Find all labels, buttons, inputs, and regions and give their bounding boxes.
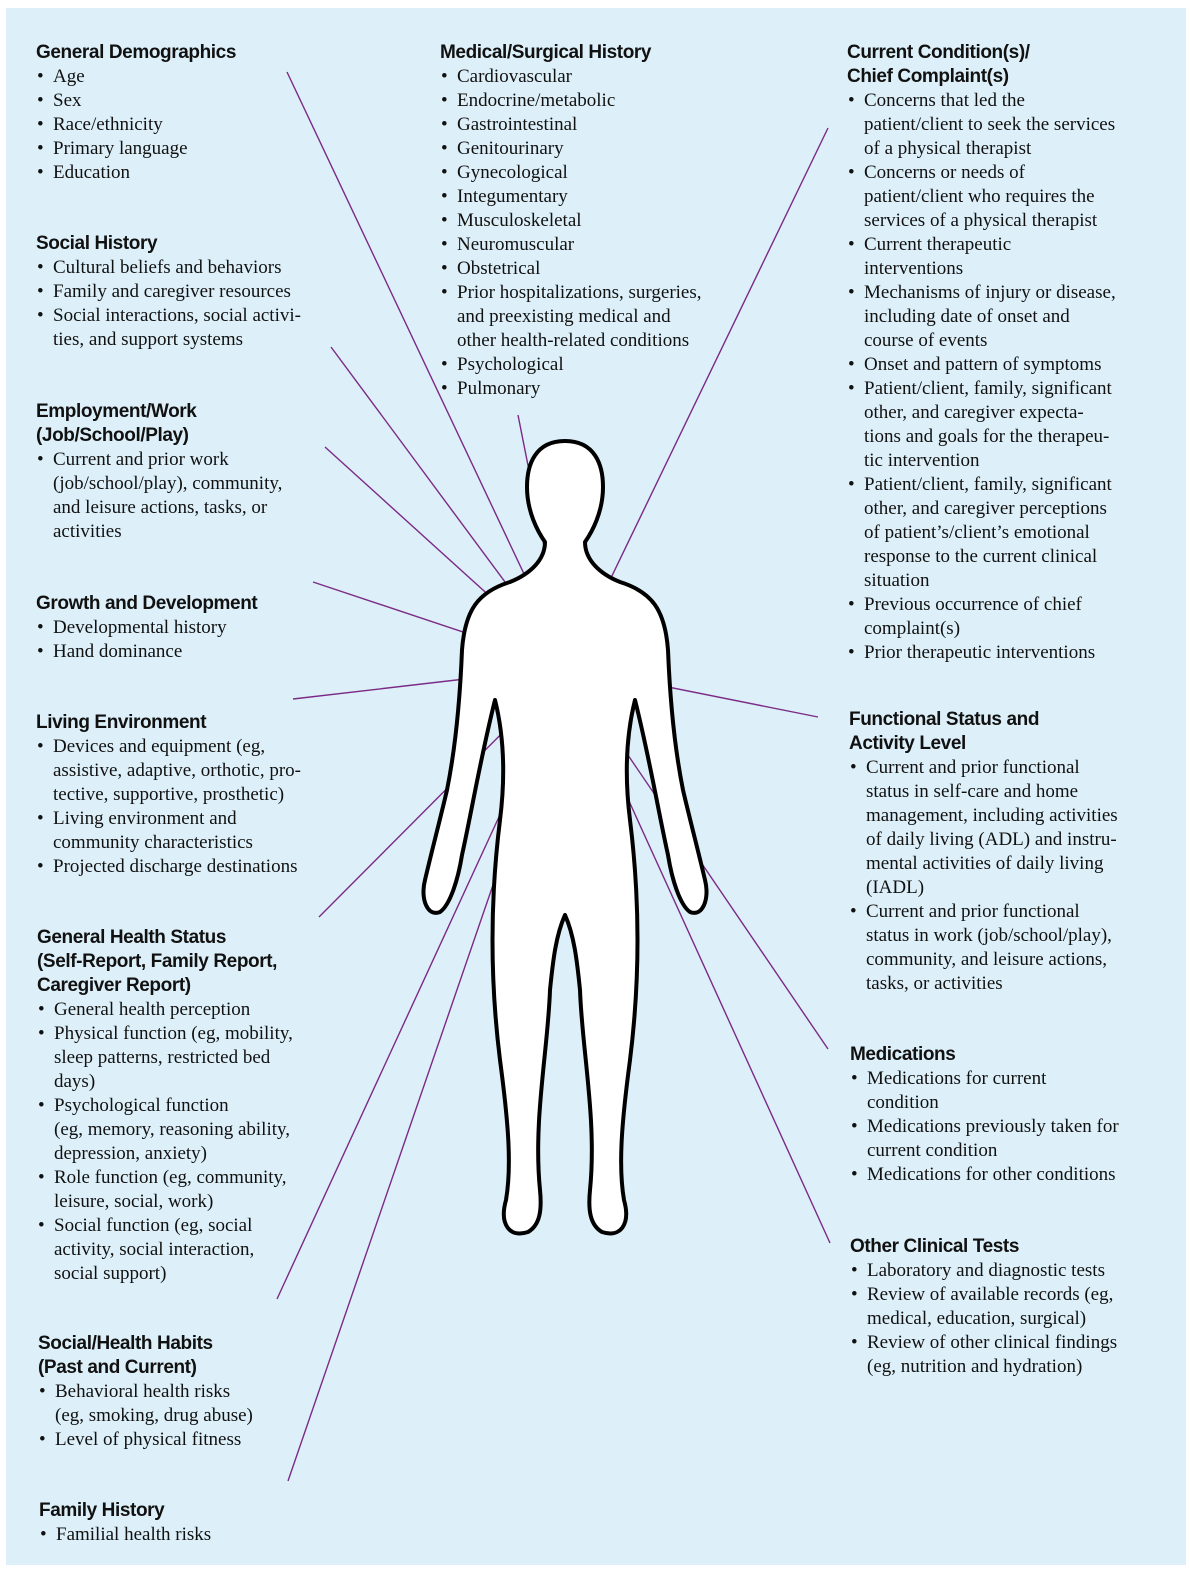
list-item: Living environment and community charact… <box>36 807 301 855</box>
list-item: Integumentary <box>440 185 702 209</box>
section-title: Functional Status and Activity Level <box>849 708 1118 756</box>
section-title: Social History <box>36 232 301 256</box>
list-item: Onset and pattern of symptoms <box>847 353 1116 377</box>
section-family-history: Family History Familial health risks <box>39 1499 211 1547</box>
item-list: Cultural beliefs and behaviors Family an… <box>36 256 301 352</box>
list-item: Cultural beliefs and behaviors <box>36 256 301 280</box>
list-item: Medications for other conditions <box>850 1163 1119 1187</box>
section-social-history: Social History Cultural beliefs and beha… <box>36 232 301 352</box>
section-title: Medical/Surgical History <box>440 41 702 65</box>
section-title: Family History <box>39 1499 211 1523</box>
section-other-clinical-tests: Other Clinical Tests Laboratory and diag… <box>850 1235 1117 1379</box>
list-item: Current and prior work (job/school/play)… <box>36 448 282 544</box>
section-title: Current Condition(s)/ Chief Complaint(s) <box>847 41 1116 89</box>
section-growth-development: Growth and Development Developmental his… <box>36 592 257 664</box>
section-living-environment: Living Environment Devices and equipment… <box>36 711 301 879</box>
list-item: General health perception <box>37 998 293 1022</box>
list-item: Hand dominance <box>36 640 257 664</box>
section-current-condition: Current Condition(s)/ Chief Complaint(s)… <box>847 41 1116 665</box>
item-list: Cardiovascular Endocrine/metabolic Gastr… <box>440 65 702 401</box>
list-item: Cardiovascular <box>440 65 702 89</box>
list-item: Behavioral health risks (eg, smoking, dr… <box>38 1380 253 1428</box>
list-item: Primary language <box>36 137 236 161</box>
list-item: Current therapeutic interventions <box>847 233 1116 281</box>
list-item: Projected discharge destinations <box>36 855 301 879</box>
list-item: Current and prior functional status in s… <box>849 756 1118 900</box>
list-item: Gynecological <box>440 161 702 185</box>
item-list: Age Sex Race/ethnicity Primary language … <box>36 65 236 185</box>
list-item: Laboratory and diagnostic tests <box>850 1259 1117 1283</box>
section-title: Other Clinical Tests <box>850 1235 1117 1259</box>
list-item: Review of other clinical findings (eg, n… <box>850 1331 1117 1379</box>
item-list: Laboratory and diagnostic tests Review o… <box>850 1259 1117 1379</box>
section-title: Growth and Development <box>36 592 257 616</box>
list-item: Devices and equipment (eg, assistive, ad… <box>36 735 301 807</box>
section-functional-status: Functional Status and Activity Level Cur… <box>849 708 1118 996</box>
list-item: Musculoskeletal <box>440 209 702 233</box>
list-item: Family and caregiver resources <box>36 280 301 304</box>
section-social-health-habits: Social/Health Habits (Past and Current) … <box>38 1332 253 1452</box>
list-item: Role function (eg, community, leisure, s… <box>37 1166 293 1214</box>
section-title: Living Environment <box>36 711 301 735</box>
list-item: Review of available records (eg, medical… <box>850 1283 1117 1331</box>
list-item: Race/ethnicity <box>36 113 236 137</box>
list-item: Mechanisms of injury or disease, includi… <box>847 281 1116 353</box>
item-list: Developmental history Hand dominance <box>36 616 257 664</box>
list-item: Previous occurrence of chief complaint(s… <box>847 593 1116 641</box>
list-item: Concerns or needs of patient/client who … <box>847 161 1116 233</box>
list-item: Gastrointestinal <box>440 113 702 137</box>
list-item: Psychological <box>440 353 702 377</box>
list-item: Neuromuscular <box>440 233 702 257</box>
section-medical-surgical-history: Medical/Surgical History Cardiovascular … <box>440 41 702 401</box>
item-list: Devices and equipment (eg, assistive, ad… <box>36 735 301 879</box>
list-item: Concerns that led the patient/client to … <box>847 89 1116 161</box>
list-item: Education <box>36 161 236 185</box>
list-item: Familial health risks <box>39 1523 211 1547</box>
section-medications: Medications Medications for current cond… <box>850 1043 1119 1187</box>
item-list: Behavioral health risks (eg, smoking, dr… <box>38 1380 253 1452</box>
item-list: Medications for current condition Medica… <box>850 1067 1119 1187</box>
list-item: Genitourinary <box>440 137 702 161</box>
list-item: Pulmonary <box>440 377 702 401</box>
section-title: Medications <box>850 1043 1119 1067</box>
list-item: Sex <box>36 89 236 113</box>
list-item: Developmental history <box>36 616 257 640</box>
section-title: General Health Status (Self-Report, Fami… <box>37 926 293 998</box>
section-general-demographics: General Demographics Age Sex Race/ethnic… <box>36 41 236 185</box>
section-general-health-status: General Health Status (Self-Report, Fami… <box>37 926 293 1286</box>
list-item: Social function (eg, social activity, so… <box>37 1214 293 1286</box>
list-item: Obstetrical <box>440 257 702 281</box>
section-title: General Demographics <box>36 41 236 65</box>
section-employment-work: Employment/Work (Job/School/Play) Curren… <box>36 400 282 544</box>
list-item: Age <box>36 65 236 89</box>
list-item: Social interactions, social activi- ties… <box>36 304 301 352</box>
item-list: General health perception Physical funct… <box>37 998 293 1286</box>
list-item: Patient/client, family, significant othe… <box>847 377 1116 473</box>
list-item: Physical function (eg, mobility, sleep p… <box>37 1022 293 1094</box>
list-item: Medications for current condition <box>850 1067 1119 1115</box>
list-item: Patient/client, family, significant othe… <box>847 473 1116 593</box>
item-list: Current and prior work (job/school/play)… <box>36 448 282 544</box>
list-item: Endocrine/metabolic <box>440 89 702 113</box>
list-item: Prior therapeutic interventions <box>847 641 1116 665</box>
list-item: Psychological function (eg, memory, reas… <box>37 1094 293 1166</box>
item-list: Familial health risks <box>39 1523 211 1547</box>
human-body-figure <box>423 441 706 1233</box>
list-item: Current and prior functional status in w… <box>849 900 1118 996</box>
list-item: Prior hospitalizations, surgeries, and p… <box>440 281 702 353</box>
item-list: Concerns that led the patient/client to … <box>847 89 1116 665</box>
section-title: Employment/Work (Job/School/Play) <box>36 400 282 448</box>
section-title: Social/Health Habits (Past and Current) <box>38 1332 253 1380</box>
list-item: Medications previously taken for current… <box>850 1115 1119 1163</box>
list-item: Level of physical fitness <box>38 1428 253 1452</box>
item-list: Current and prior functional status in s… <box>849 756 1118 996</box>
